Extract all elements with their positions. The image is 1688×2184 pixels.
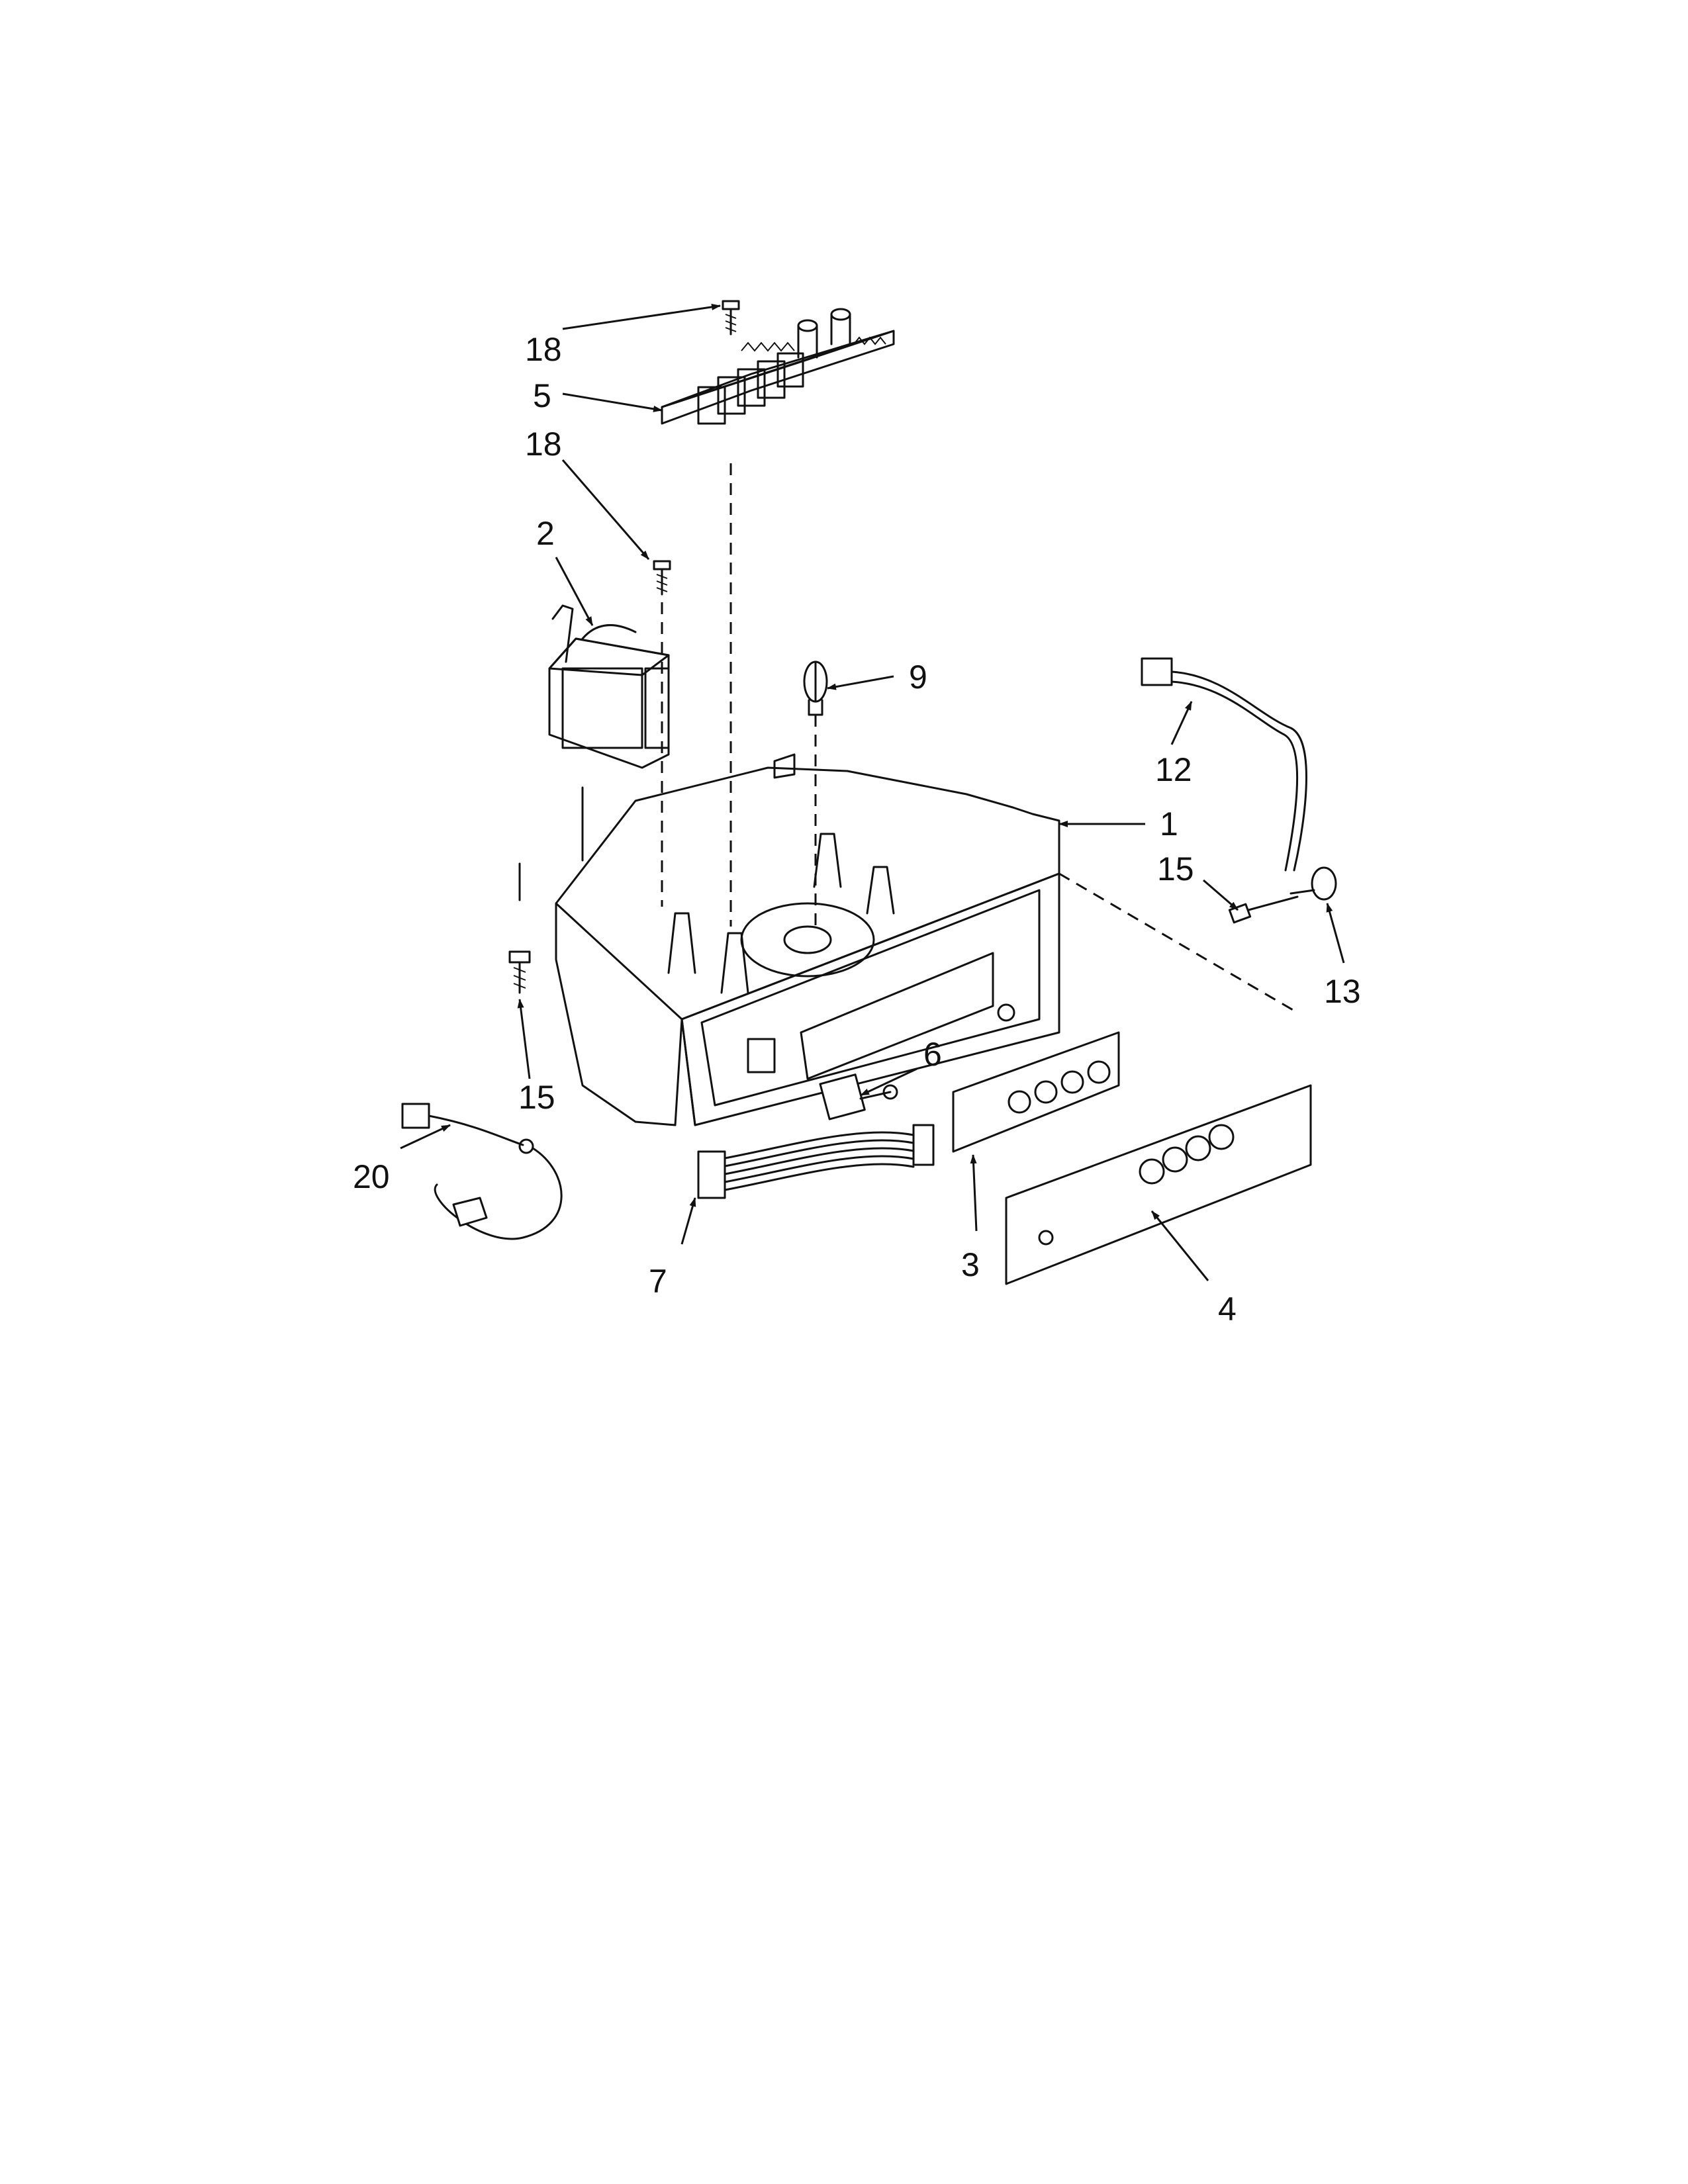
switch — [819, 1073, 898, 1120]
wire-harness-12 — [1141, 657, 1307, 872]
callout-7: 7 — [649, 1263, 667, 1300]
housing — [555, 753, 1060, 1126]
callout-15-left: 15 — [518, 1079, 555, 1116]
ribbon-harness — [697, 1124, 935, 1199]
ground-clip — [1289, 866, 1337, 901]
callout-20: 20 — [353, 1158, 390, 1195]
callout-15-right: 15 — [1157, 850, 1194, 887]
callout-1: 1 — [1160, 805, 1178, 842]
screw-top — [722, 300, 740, 336]
control-board — [661, 308, 895, 425]
control-plate — [952, 1031, 1120, 1153]
callout-5: 5 — [533, 377, 551, 414]
callout-18-mid: 18 — [525, 426, 562, 463]
screw-transformer — [653, 560, 671, 596]
callout-12: 12 — [1155, 751, 1192, 788]
callout-13: 13 — [1324, 973, 1361, 1010]
screw-right — [1228, 895, 1299, 924]
screw-left — [508, 786, 584, 994]
control-overlay — [1005, 1084, 1312, 1285]
callout-4: 4 — [1218, 1291, 1237, 1328]
transformer — [548, 604, 670, 769]
sensor-harness — [401, 1103, 563, 1240]
callout-9: 9 — [909, 659, 927, 696]
callout-3: 3 — [961, 1246, 980, 1283]
callout-2: 2 — [536, 515, 555, 552]
callout-18-top: 18 — [525, 331, 562, 368]
light-bulb — [803, 660, 828, 716]
callout-6: 6 — [923, 1036, 942, 1073]
